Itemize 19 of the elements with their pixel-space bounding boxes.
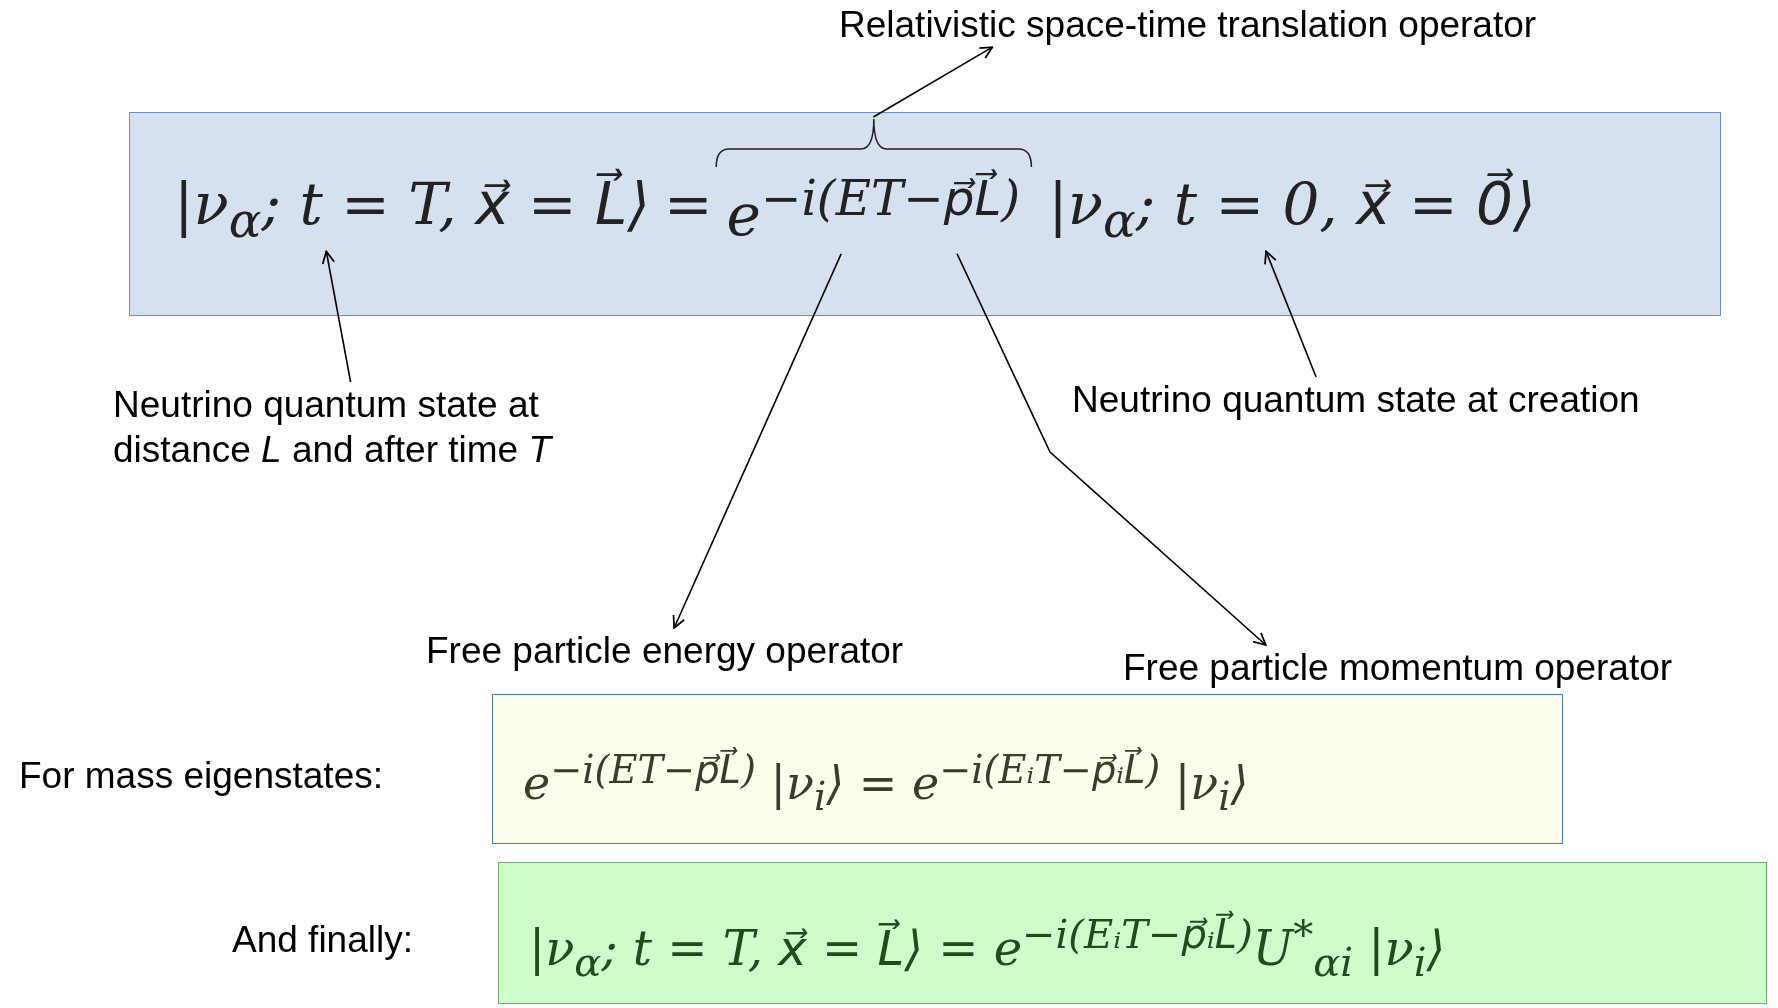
leader-arrow [872, 46, 994, 118]
equation-term: |ν$_{α}$; t = 0, x⃗ = 0⃗⟩ [1034, 167, 1550, 252]
equation-term: |ν$_{α}$; t = T, x⃗ = L⃗⟩ [160, 167, 664, 252]
row-label: And finally: [232, 918, 413, 962]
leader-arrow [1264, 250, 1317, 378]
equation-box: e$^{−i(ET−p⃗L⃗)}$ |ν$_{i}$⟩ = e$^{−i(EᵢT−p⃗ᵢL⃗)}$ |ν$_{i}$⟩ [492, 694, 1563, 844]
leader-arrow [956, 252, 1267, 646]
equation-box: |ν$_{α}$; t = T, x⃗ = L⃗⟩ = e$^{−i(EᵢT−p⃗ᵢL⃗)}$U$^{*}$$_{αi}$ |ν$_{i}$⟩ [498, 862, 1767, 1004]
equation-panel [129, 112, 1721, 316]
annotation-text: Free particle momentum operator [1123, 645, 1673, 691]
row-label: For mass eigenstates: [19, 754, 383, 798]
annotation-text: Neutrino quantum state at creation [1072, 377, 1640, 423]
leader-arrow [672, 252, 843, 629]
equation-term: e$^{−i(ET−p⃗L⃗)}$ [712, 117, 1035, 254]
leader-arrow [321, 250, 352, 383]
equals-sign: = [664, 169, 713, 240]
annotation-text: Relativistic space-time translation operator [839, 2, 1537, 48]
annotation-text: Free particle energy operator [426, 628, 904, 674]
annotation-text: Neutrino quantum state at distance L and after time T [113, 382, 653, 473]
